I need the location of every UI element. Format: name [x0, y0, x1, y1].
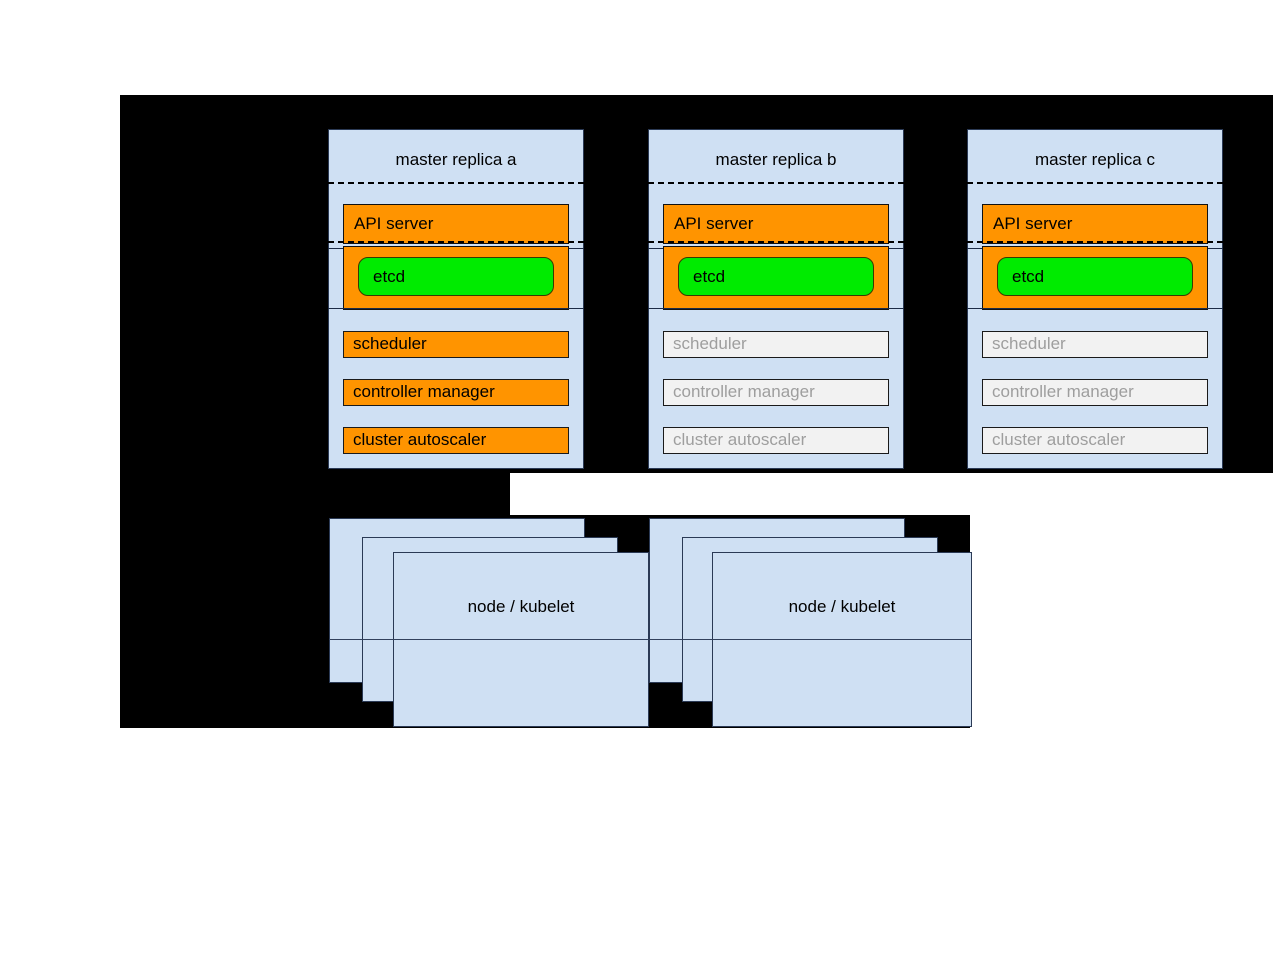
replica-b-cluster-autoscaler-label: cluster autoscaler	[673, 430, 807, 450]
replica-a-solid-bottom	[328, 308, 584, 309]
node-group-2-rule	[649, 639, 972, 640]
replica-b-etcd[interactable]: etcd	[678, 257, 874, 296]
node-group-1-label: node / kubelet	[467, 597, 575, 616]
master-replica-c-title: master replica c	[1035, 150, 1155, 169]
replica-a-api-server[interactable]: API server	[343, 204, 569, 244]
replica-c-api-server[interactable]: API server	[982, 204, 1208, 244]
replica-c-etcd-label: etcd	[1012, 266, 1045, 286]
replica-a-controller-manager[interactable]: controller manager	[343, 379, 569, 406]
replica-b-api-server-label: API server	[674, 213, 754, 233]
replica-b-dashed-top	[648, 182, 904, 184]
replica-c-dashed-mid	[967, 241, 1223, 243]
replica-c-etcd[interactable]: etcd	[997, 257, 1193, 296]
replica-b-etcd-label: etcd	[693, 266, 726, 286]
replica-a-etcd[interactable]: etcd	[358, 257, 554, 296]
master-replica-a-title: master replica a	[395, 150, 517, 169]
replica-b-controller-manager[interactable]: controller manager	[663, 379, 889, 406]
master-replica-b-title: master replica b	[715, 150, 837, 169]
replica-a-etcd-label: etcd	[373, 266, 406, 286]
node-group-1-rule	[329, 639, 649, 640]
replica-c-scheduler[interactable]: scheduler	[982, 331, 1208, 358]
replica-c-solid-bottom	[967, 308, 1223, 309]
replica-a-scheduler-label: scheduler	[353, 334, 427, 354]
replica-b-solid-bottom	[648, 308, 904, 309]
replica-c-cluster-autoscaler-label: cluster autoscaler	[992, 430, 1126, 450]
replica-b-dashed-mid	[648, 241, 904, 243]
replica-a-cluster-autoscaler[interactable]: cluster autoscaler	[343, 427, 569, 454]
replica-a-dashed-top	[328, 182, 584, 184]
replica-b-controller-manager-label: controller manager	[673, 382, 815, 402]
replica-c-controller-manager-label: controller manager	[992, 382, 1134, 402]
node-group-2-label: node / kubelet	[788, 597, 896, 616]
replica-a-scheduler[interactable]: scheduler	[343, 331, 569, 358]
replica-a-controller-manager-label: controller manager	[353, 382, 495, 402]
replica-c-scheduler-label: scheduler	[992, 334, 1066, 354]
replica-b-api-server[interactable]: API server	[663, 204, 889, 244]
replica-c-api-server-label: API server	[993, 213, 1073, 233]
replica-c-cluster-autoscaler[interactable]: cluster autoscaler	[982, 427, 1208, 454]
replica-a-dashed-mid	[328, 241, 584, 243]
replica-b-cluster-autoscaler[interactable]: cluster autoscaler	[663, 427, 889, 454]
replica-c-dashed-top	[967, 182, 1223, 184]
replica-c-controller-manager[interactable]: controller manager	[982, 379, 1208, 406]
replica-b-scheduler-label: scheduler	[673, 334, 747, 354]
replica-b-scheduler[interactable]: scheduler	[663, 331, 889, 358]
replica-a-cluster-autoscaler-label: cluster autoscaler	[353, 430, 487, 450]
replica-a-api-server-label: API server	[354, 213, 434, 233]
